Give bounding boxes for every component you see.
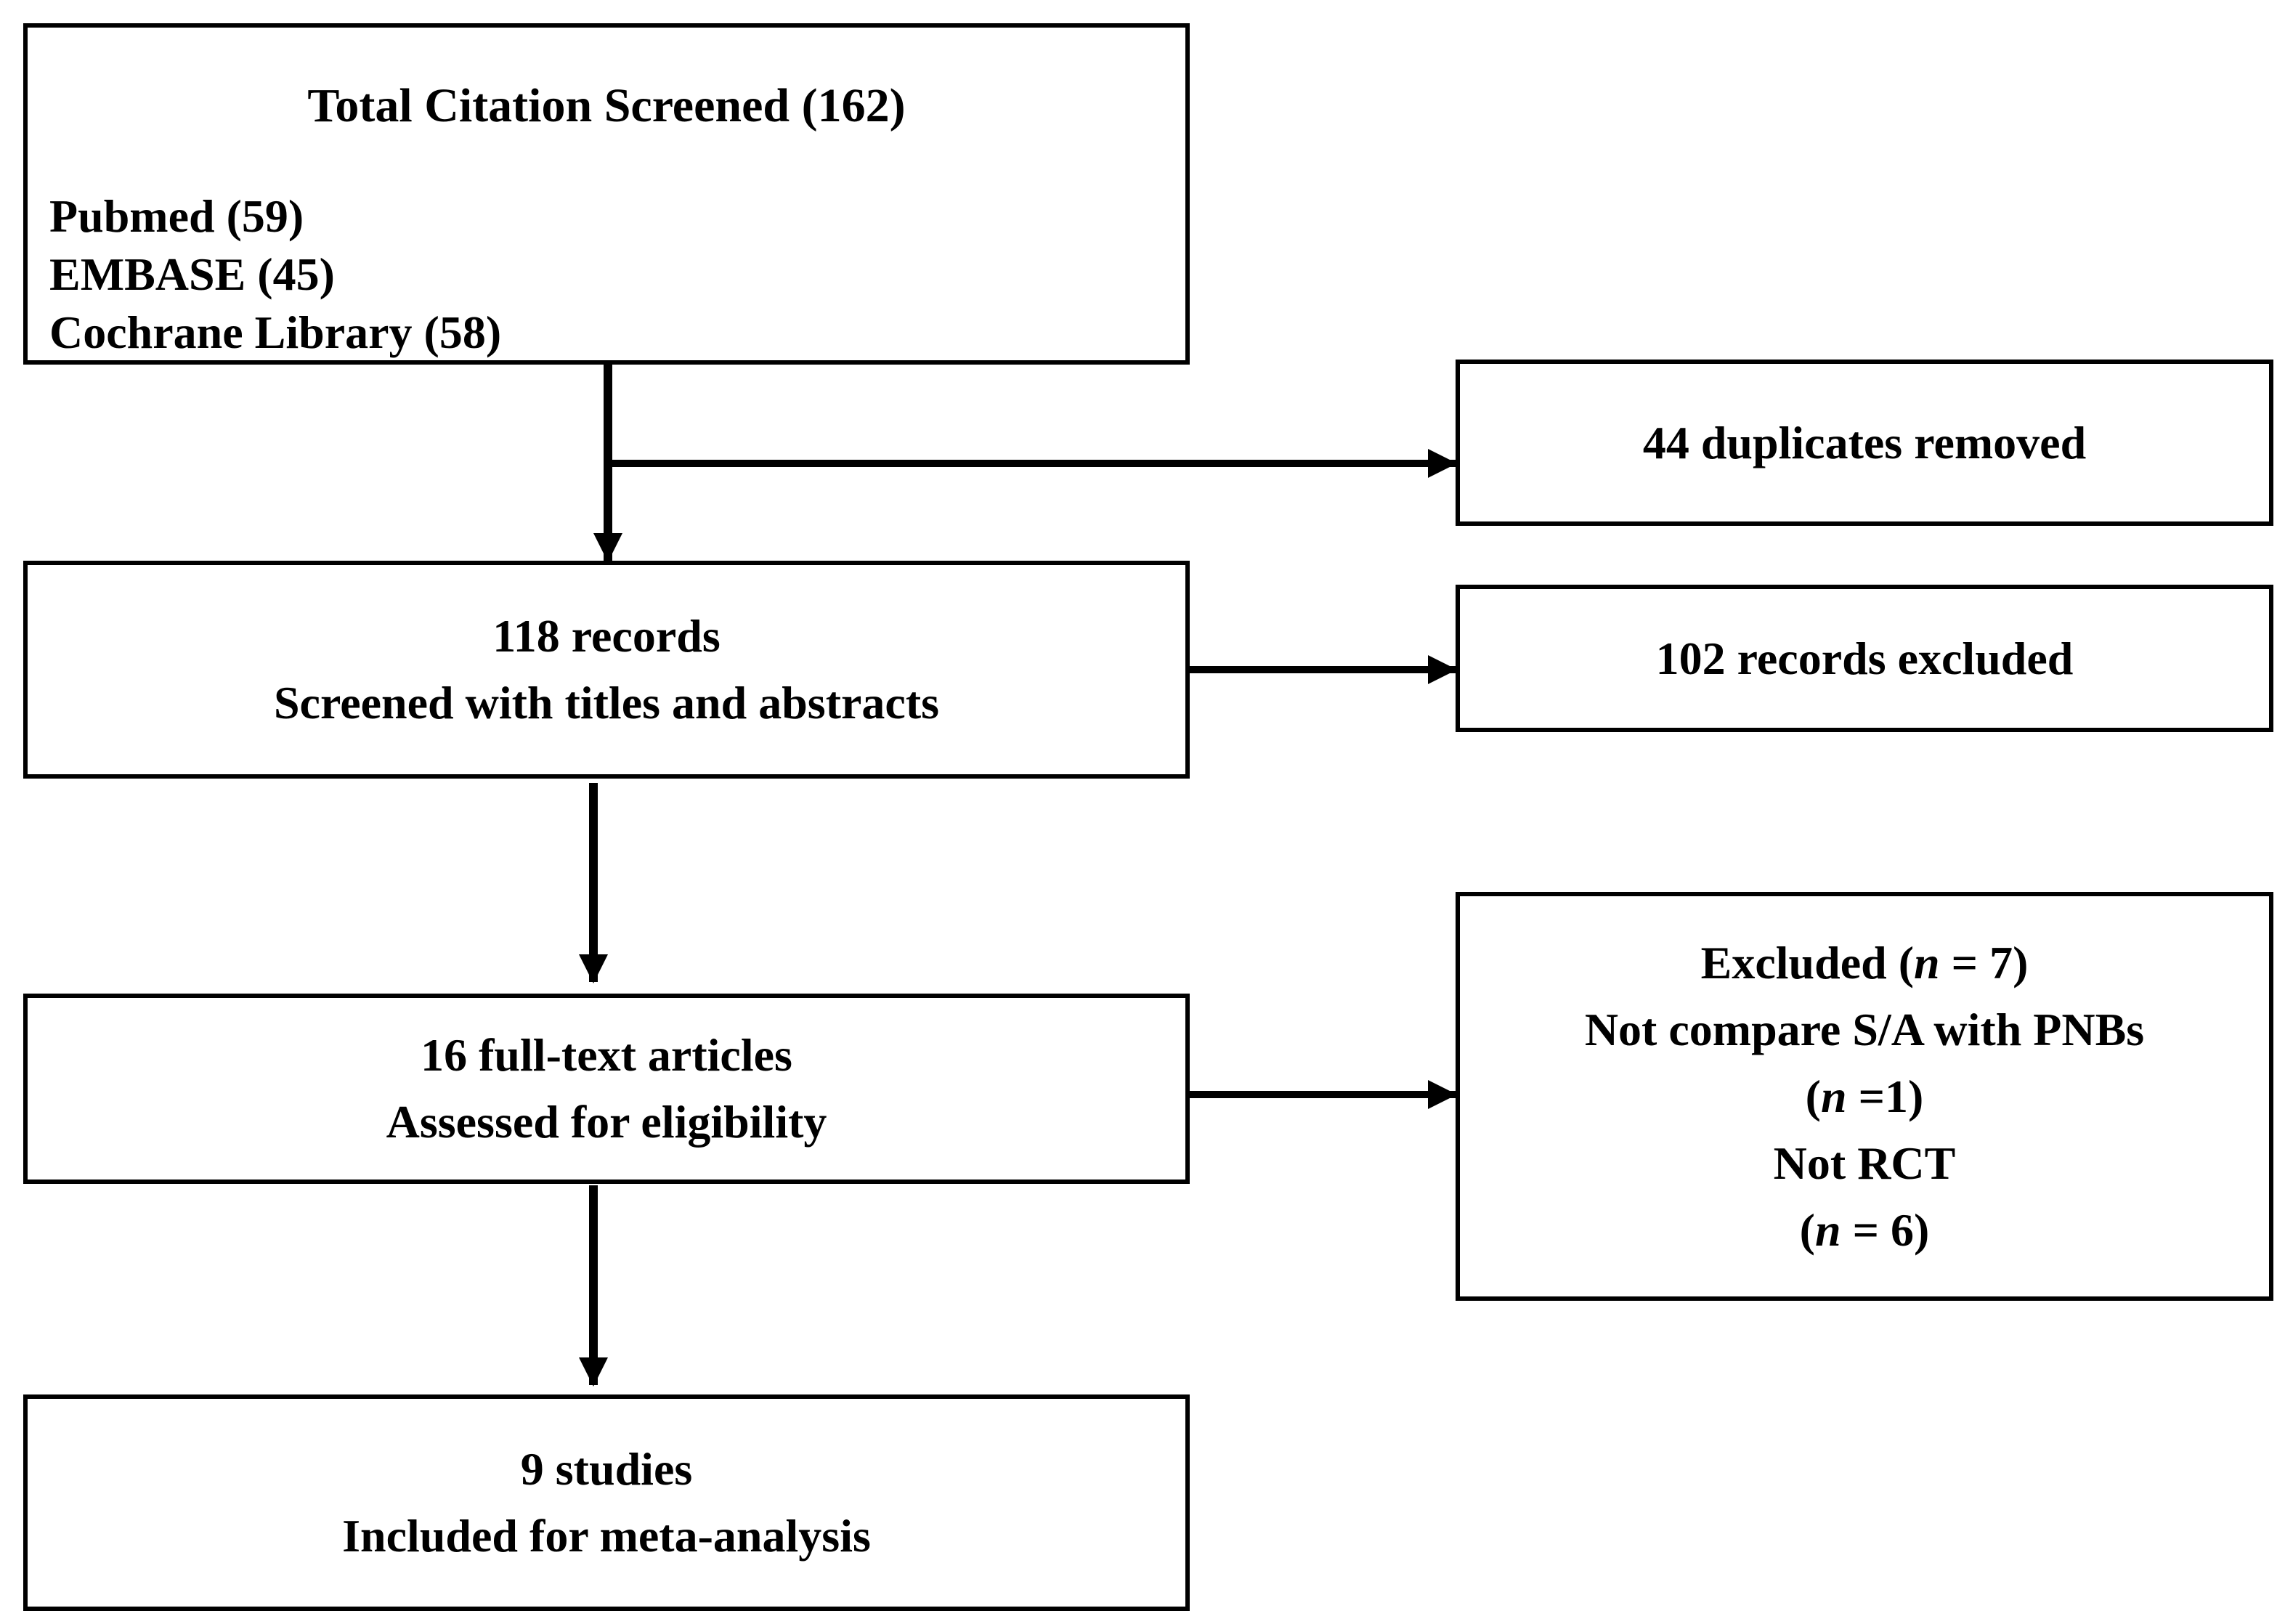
eligibility-description: Assessed for eligibility bbox=[386, 1096, 827, 1148]
source-list: Pubmed (59) EMBASE (45) Cochrane Library… bbox=[49, 187, 501, 362]
reason-2-count-value: = 6) bbox=[1841, 1203, 1930, 1256]
source-item-pubmed: Pubmed (59) bbox=[49, 190, 304, 242]
source-item-cochrane: Cochrane Library (58) bbox=[49, 306, 502, 358]
eligibility-box: 16 full-text articles Assessed for eligi… bbox=[23, 994, 1190, 1184]
full-text-excluded-box: Excluded (n = 7) Not compare S/A with PN… bbox=[1456, 892, 2273, 1301]
n-symbol: n bbox=[1820, 1070, 1847, 1122]
n-symbol: n bbox=[1814, 1203, 1841, 1256]
duplicates-label: 44 duplicates removed bbox=[1642, 416, 2087, 468]
included-description: Included for meta-analysis bbox=[342, 1510, 871, 1562]
reason-1-count-prefix: ( bbox=[1805, 1070, 1821, 1122]
excluded-heading-prefix: Excluded ( bbox=[1700, 936, 1914, 988]
reason-1-count-value: =1) bbox=[1846, 1070, 1924, 1122]
excluded-heading: Excluded (n = 7) bbox=[1701, 930, 2029, 996]
exclusion-reason-2-count: (n = 6) bbox=[1800, 1197, 1930, 1264]
included-box: 9 studies Included for meta-analysis bbox=[23, 1394, 1190, 1611]
duplicates-box: 44 duplicates removed bbox=[1456, 360, 2273, 526]
screening-count: 118 records bbox=[492, 610, 721, 662]
exclusion-reason-1-count: (n =1) bbox=[1806, 1063, 1924, 1130]
records-excluded-box: 102 records excluded bbox=[1456, 585, 2273, 732]
eligibility-count: 16 full-text articles bbox=[421, 1029, 792, 1081]
source-item-embase: EMBASE (45) bbox=[49, 248, 335, 300]
exclusion-reason-1: Not compare S/A with PNBs bbox=[1584, 1003, 2145, 1055]
n-symbol: n bbox=[1914, 936, 1940, 988]
reason-2-count-prefix: ( bbox=[1799, 1203, 1815, 1256]
identification-box: Total Citation Screened (162) Pubmed (59… bbox=[23, 23, 1190, 365]
exclusion-reason-2: Not RCT bbox=[1773, 1137, 1956, 1189]
included-count: 9 studies bbox=[520, 1443, 693, 1495]
identification-title: Total Citation Screened (162) bbox=[307, 79, 906, 132]
excluded-heading-value: = 7) bbox=[1939, 936, 2029, 988]
screening-description: Screened with titles and abstracts bbox=[273, 677, 940, 728]
screening-box: 118 records Screened with titles and abs… bbox=[23, 561, 1190, 779]
records-excluded-label: 102 records excluded bbox=[1655, 632, 2074, 684]
